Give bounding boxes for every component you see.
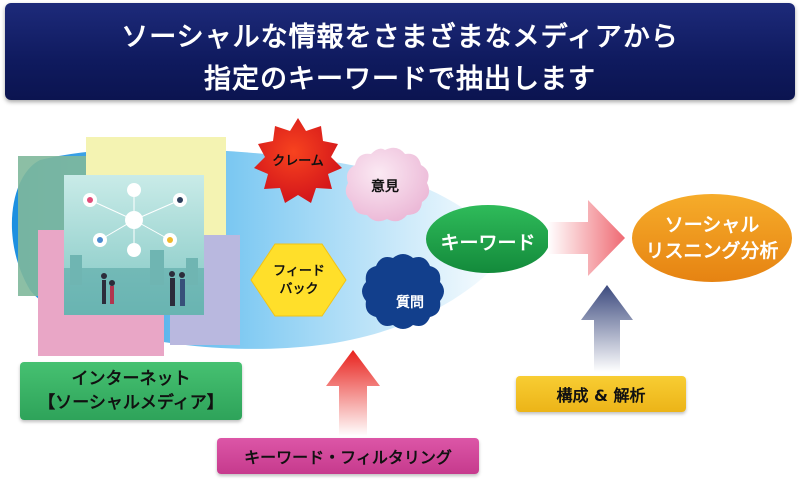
- question-label: 質問: [396, 295, 424, 311]
- filter-label: キーワード・フィルタリング: [244, 448, 452, 467]
- claim-burst: [254, 118, 342, 203]
- result-label: ソーシャル リスニング分析: [632, 210, 792, 266]
- result-label-line-2: リスニング分析: [645, 240, 779, 262]
- keyword-to-result-arrow: [548, 200, 625, 276]
- feedback-hexagon: [250, 243, 347, 317]
- feedback-label-line-1: フィード: [273, 264, 325, 279]
- result-ellipse: [632, 194, 792, 282]
- internet-label-line-1: インターネット: [71, 369, 191, 389]
- keyword-ellipse: [426, 205, 550, 273]
- banner-line-2: 指定のキーワードで抽出します: [204, 64, 596, 95]
- result-label-line-1: ソーシャル: [664, 214, 760, 236]
- filter-up-arrow: [326, 350, 380, 436]
- banner-line-1: ソーシャルな情報をさまざまなメディアから: [121, 22, 679, 53]
- claim-label: クレーム: [272, 154, 324, 169]
- title-banner: ソーシャルな情報をさまざまなメディアから 指定のキーワードで抽出します: [5, 3, 795, 100]
- opinion-bubble: [345, 147, 430, 222]
- feedback-label-line-2: バック: [279, 282, 319, 297]
- analysis-label: 構成 & 解析: [556, 386, 646, 405]
- filter-box: キーワード・フィルタリング: [217, 438, 479, 474]
- opinion-label: 意見: [371, 179, 399, 195]
- internet-box: インターネット 【ソーシャルメディア】: [20, 362, 242, 420]
- analysis-box: 構成 & 解析: [516, 376, 686, 412]
- feedback-label: フィード バック: [256, 262, 342, 300]
- internet-label-line-2: 【ソーシャルメディア】: [38, 393, 224, 413]
- question-badge: [362, 254, 444, 329]
- analysis-up-arrow: [581, 285, 633, 372]
- keyword-label: キーワード: [440, 232, 536, 254]
- social-media-photo: [64, 175, 204, 315]
